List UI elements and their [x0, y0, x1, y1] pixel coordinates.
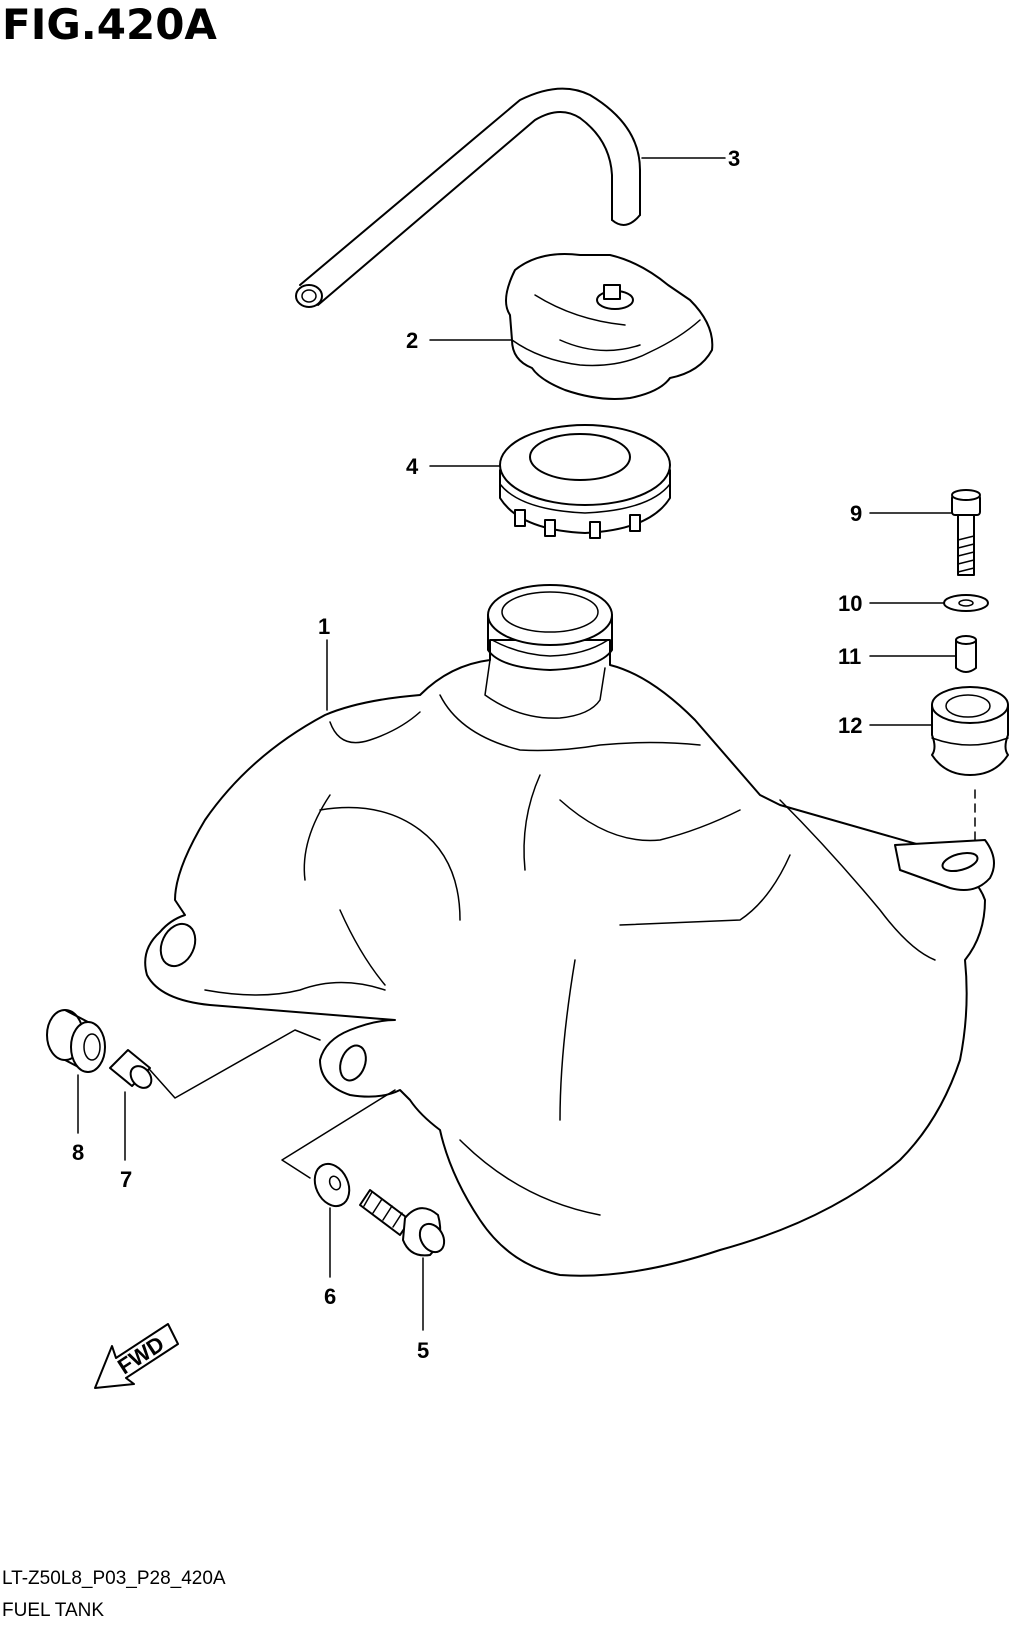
callout-6: 6 [324, 1284, 336, 1309]
collar-upper[interactable] [955, 635, 977, 673]
callout-1: 1 [318, 614, 330, 639]
figure-title: FIG.420A [2, 0, 217, 49]
fuel-cap[interactable] [505, 253, 714, 400]
callout-2: 2 [406, 328, 418, 353]
callout-8: 8 [72, 1140, 84, 1165]
callout-4: 4 [406, 454, 419, 479]
callout-7: 7 [120, 1167, 132, 1192]
assembly-lines [149, 1029, 396, 1179]
forward-arrow-icon: FWD [94, 1323, 179, 1389]
collar-lower[interactable] [109, 1049, 156, 1092]
fuel-tank[interactable] [144, 584, 995, 1277]
bolt-lower[interactable] [359, 1189, 449, 1257]
washer-upper[interactable] [943, 594, 989, 612]
washer-lower[interactable] [308, 1158, 356, 1211]
callout-11: 11 [838, 644, 861, 669]
callout-5: 5 [417, 1338, 429, 1363]
breather-hose[interactable] [295, 87, 641, 308]
callout-3: 3 [728, 146, 740, 171]
leader-lines [77, 157, 957, 1331]
figure-code: LT-Z50L8_P03_P28_420A [2, 1568, 226, 1589]
grommet-lower[interactable] [46, 1009, 106, 1073]
callout-12: 12 [838, 713, 862, 738]
bolt-upper[interactable] [951, 489, 981, 576]
grommet-upper[interactable] [931, 686, 1009, 841]
figure-name: FUEL TANK [2, 1600, 105, 1621]
callout-10: 10 [838, 591, 862, 616]
cap-gasket[interactable] [499, 424, 671, 539]
callout-9: 9 [850, 501, 862, 526]
